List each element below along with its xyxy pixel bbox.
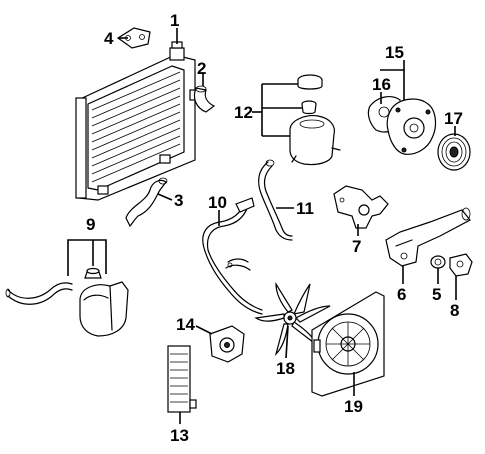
surge-tank bbox=[289, 115, 341, 166]
callout-2: 2 bbox=[197, 59, 206, 78]
fan-shroud bbox=[311, 291, 385, 397]
thermostat bbox=[430, 255, 446, 269]
callout-8: 8 bbox=[450, 301, 459, 320]
callout-15: 15 bbox=[385, 43, 404, 62]
bypass-hose bbox=[258, 159, 293, 241]
callout-16: 16 bbox=[372, 75, 391, 94]
oil-cooler bbox=[167, 345, 197, 413]
cooling-fan bbox=[254, 281, 331, 357]
callout-1: 1 bbox=[170, 11, 179, 30]
callout-3: 3 bbox=[174, 191, 183, 210]
water-inlet bbox=[449, 253, 473, 277]
leader-lines bbox=[67, 28, 457, 424]
coolant-reservoir bbox=[79, 281, 129, 337]
callout-5: 5 bbox=[432, 285, 441, 304]
callout-13: 13 bbox=[170, 426, 189, 445]
water-outlet-pipe bbox=[385, 207, 471, 267]
callout-7: 7 bbox=[352, 237, 361, 256]
water-pump-pulley bbox=[437, 133, 471, 171]
filler-neck bbox=[301, 100, 317, 115]
callout-labels: 1 4 2 3 9 12 11 10 15 16 17 7 6 5 8 14 1… bbox=[86, 11, 463, 445]
water-pump bbox=[386, 98, 437, 155]
callout-18: 18 bbox=[276, 359, 295, 378]
callout-17: 17 bbox=[444, 109, 463, 128]
reservoir-cap bbox=[84, 267, 102, 279]
callout-14: 14 bbox=[176, 315, 195, 334]
overflow-hose bbox=[5, 282, 73, 305]
callout-6: 6 bbox=[397, 285, 406, 304]
callout-4: 4 bbox=[104, 29, 114, 48]
lower-radiator-hose bbox=[125, 177, 168, 228]
radiator-bracket bbox=[116, 27, 151, 49]
heater-hose bbox=[202, 197, 263, 315]
upper-radiator-hose bbox=[193, 85, 216, 113]
thermostat-housing bbox=[333, 185, 389, 229]
fan-clutch bbox=[209, 325, 245, 363]
callout-9: 9 bbox=[86, 215, 95, 234]
callout-10: 10 bbox=[208, 193, 227, 212]
callout-12: 12 bbox=[234, 103, 253, 122]
callout-19: 19 bbox=[344, 397, 363, 416]
radiator bbox=[75, 41, 199, 201]
pressure-cap bbox=[297, 74, 323, 90]
callout-11: 11 bbox=[296, 199, 314, 218]
